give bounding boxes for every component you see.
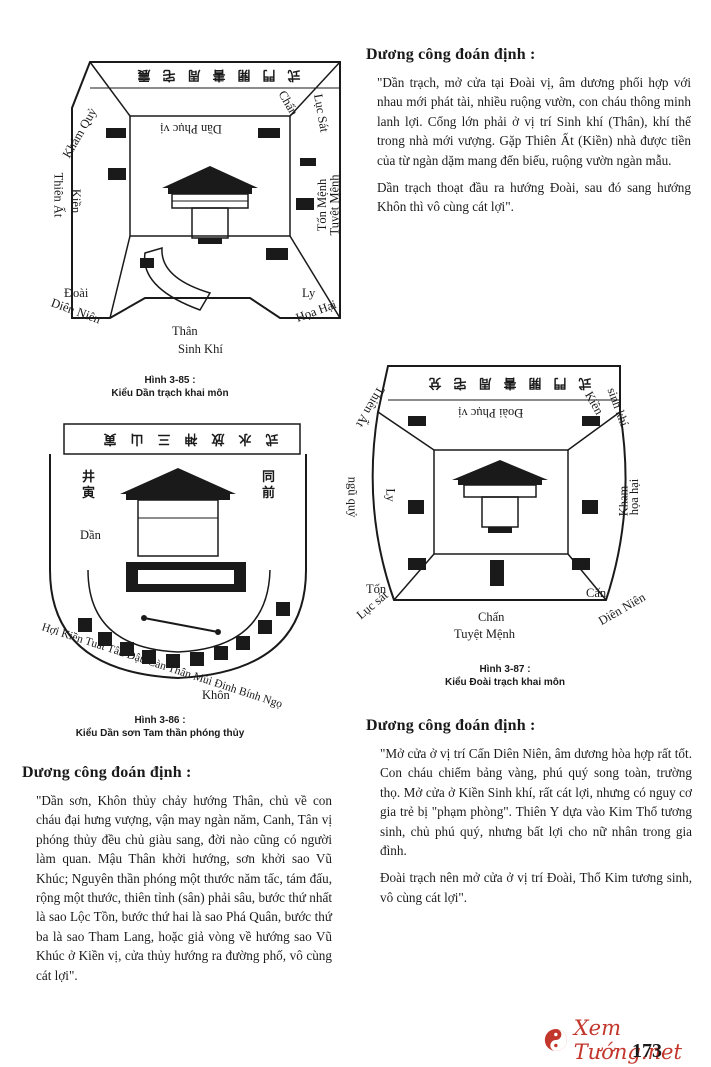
fig87-label-tuyetmenh: Tuyệt Mệnh: [454, 627, 516, 641]
figure-3-85-drawing: [71, 61, 341, 319]
section3-paragraph: Đoài trạch nên mở cửa ở vị trí Đoài, Thổ…: [380, 870, 692, 905]
fig85-label-kien: Kiền: [69, 188, 84, 214]
section2-paragraph: "Dần sơn, Khôn thủy chảy hướng Thân, chủ…: [36, 793, 332, 983]
fig87-header-text: 式門開書周宅兌: [416, 375, 592, 390]
section1-paragraph: Dần trạch thoạt đầu ra hướng Đoài, sau đ…: [377, 180, 691, 215]
section1-paragraph: "Dần trạch, mở cửa tại Đoài vị, âm dương…: [377, 75, 691, 168]
fig86-right-cjk: 同前: [262, 470, 276, 501]
fig85-house: [162, 166, 258, 244]
figure-3-87: 式門開書周宅兌 Đoài Phục vị Thiên Ất Kiền sinh …: [345, 360, 650, 650]
fig85-label-than: Thân: [172, 324, 198, 338]
fig85-label-thienat: Thiên Ất: [51, 172, 66, 218]
figure-3-87-drawing: [371, 365, 627, 601]
fig86-caption: Hình 3-86 : Kiểu Dần sơn Tam thần phóng …: [40, 714, 280, 740]
section2-quote: "Dần sơn, Khôn thủy chảy hướng Thân, chủ…: [36, 791, 332, 993]
fig85-outer-frame: [71, 61, 341, 319]
fig87-label-hoahai: họa hại: [627, 478, 642, 516]
fig85-inner-frame: [129, 115, 291, 237]
fig87-caption-number: Hình 3-87 :: [479, 664, 531, 675]
section3-paragraph: "Mở cửa ở vị trí Cấn Diên Niên, âm dương…: [380, 746, 692, 859]
logo-text: Xem Tướng.net: [573, 1016, 682, 1064]
fig86-caption-title: Kiểu Dần sơn Tam thần phóng thủy: [75, 728, 245, 739]
fig86-inner-arc: [87, 569, 271, 653]
fig85-label-ly: Ly: [302, 286, 316, 300]
fig86-caption-number: Hình 3-86 :: [134, 715, 186, 726]
fig85-caption: Hình 3-85 : Kiểu Dần trạch khai môn: [70, 374, 270, 400]
section1-quote: "Dần trạch, mở cửa tại Đoài vị, âm dương…: [377, 73, 691, 225]
fig85-inner-text: Dần Phục vị: [160, 122, 222, 136]
fig87-inner-frame: [433, 449, 569, 555]
fig85-caption-number: Hình 3-85 :: [144, 375, 196, 386]
fig85-label-doai: Đoài: [64, 286, 89, 300]
page-number: 173: [632, 1040, 662, 1062]
section2-heading: Dương công đoán định :: [22, 764, 192, 781]
fig86-line: [143, 617, 219, 633]
fig86-label-khon: Khôn: [202, 688, 230, 702]
fig87-label-ly: Ly: [383, 488, 398, 502]
section3-quote: "Mở cửa ở vị trí Cấn Diên Niên, âm dương…: [380, 744, 692, 915]
figure-3-86: 式水放神三山寅 井寅 同前 Dần Hợi Kiền Tuất Tân Dậu …: [40, 420, 310, 711]
fig85-path: [143, 246, 212, 311]
figure-3-86-drawing: [49, 423, 307, 680]
fig87-house: [452, 460, 548, 533]
fig87-caption: Hình 3-87 : Kiểu Đoài trạch khai môn: [400, 663, 610, 689]
figure-3-85: 式門開書周宅震 Dần Phục vị Khảm Quỷ Chấn Lục Sá…: [49, 48, 350, 368]
fig85-caption-title: Kiểu Dần trạch khai môn: [111, 388, 229, 399]
fig87-label-can: Cấn: [586, 586, 607, 600]
fig86-outer-arc: [49, 454, 307, 680]
fig86-left-cjk: 井寅: [82, 470, 96, 501]
fig86-house: [120, 468, 236, 557]
fig87-label-chan: Chấn: [478, 610, 505, 624]
fig85-label-sinhkhi: Sinh Khí: [178, 342, 223, 356]
fig86-header-text: 式水放神三山寅: [89, 431, 279, 446]
section3-heading: Dương công đoán định :: [366, 717, 536, 734]
fig87-label-nguquy: ngũ quỷ: [345, 476, 360, 518]
fig87-inner-text: Đoài Phục vị: [458, 406, 524, 420]
yin-yang-icon: [544, 1028, 567, 1052]
fig87-label-ton: Tốn: [366, 582, 387, 596]
fig85-header-text: 式門開書周宅震: [125, 67, 301, 82]
fig87-caption-title: Kiểu Đoài trạch khai môn: [444, 677, 566, 688]
site-logo[interactable]: Xem Tướng.net: [544, 1016, 711, 1064]
fig85-label-tuyetmenh: Tuyệt Mệnh: [327, 174, 342, 236]
fig86-header-box: [63, 423, 301, 455]
fig86-label-dan: Dần: [80, 528, 101, 542]
section1-heading: Dương công đoán định :: [366, 46, 536, 63]
